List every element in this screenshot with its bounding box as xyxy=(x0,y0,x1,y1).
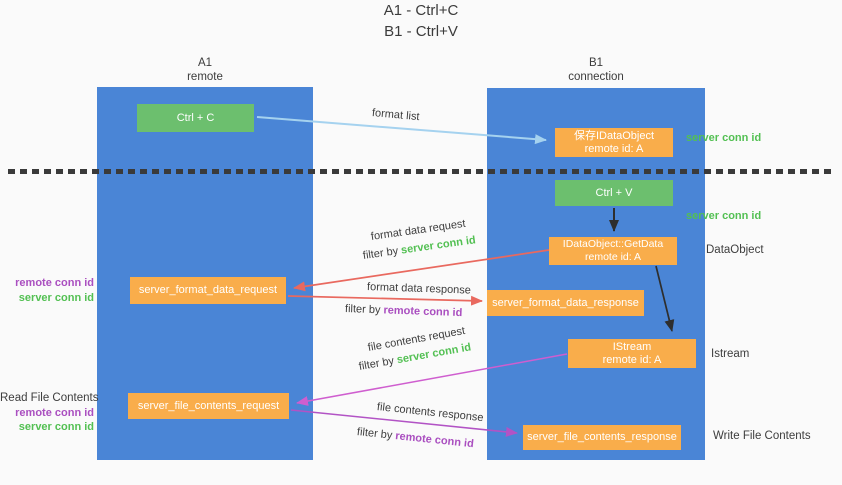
copy-paste-separator-line xyxy=(8,169,836,174)
server-format-data-request-node: server_format_data_request xyxy=(130,277,286,304)
ctrl-v-label: Ctrl + V xyxy=(595,186,633,199)
format-list-label: format list xyxy=(371,107,421,124)
remote-conn-id-annotation: remote conn id xyxy=(15,277,94,289)
server-conn-id-annotation-paste: server conn id xyxy=(686,210,762,222)
server-conn-id-annotation-save: server conn id xyxy=(686,132,762,144)
server-conn-id-annotation: server conn id xyxy=(18,421,94,433)
ctrl-v-node: Ctrl + V xyxy=(555,180,673,206)
remote-conn-id-text: remote conn id xyxy=(383,304,463,320)
lane-b1-subtitle: connection xyxy=(568,71,624,83)
remote-conn-id-text: remote conn id xyxy=(394,430,475,451)
filter-by-text: filter by xyxy=(344,303,384,317)
save-idataobject-node: 保存IDataObject remote id: A xyxy=(555,128,673,157)
server-file-contents-response-label: server_file_contents_response xyxy=(527,431,677,443)
istream-line2: remote id: A xyxy=(602,353,662,366)
lane-a1-header: A1 remote xyxy=(97,56,313,84)
server-conn-id-text: server conn id xyxy=(400,234,477,257)
remote-conn-id-annotation: remote conn id xyxy=(15,406,94,419)
lane-b1-header: B1 connection xyxy=(487,56,705,84)
ctrl-c-node: Ctrl + C xyxy=(137,104,254,132)
filter-by-text: filter by xyxy=(357,354,398,373)
istream-annotation: Istream xyxy=(711,348,750,360)
read-file-contents-annotation: Read File Contents xyxy=(0,392,99,404)
server-file-contents-request-node: server_file_contents_request xyxy=(128,393,289,419)
istream-line1: IStream xyxy=(612,340,652,353)
getdata-line2: remote id: A xyxy=(584,251,642,263)
page-title-line-2: B1 - Ctrl+V xyxy=(384,23,458,40)
filter-by-remote-conn-id-label-2: filter by remote conn id xyxy=(356,426,474,450)
page-title-line-1: A1 - Ctrl+C xyxy=(383,2,459,19)
filter-by-text: filter by xyxy=(356,426,396,442)
write-file-contents-annotation: Write File Contents xyxy=(713,430,811,442)
format-data-response-label: format data response xyxy=(366,281,472,297)
dataobject-annotation: DataObject xyxy=(706,244,764,256)
server-conn-id-annotation: server conn id xyxy=(18,291,94,304)
server-file-contents-response-node: server_file_contents_response xyxy=(523,425,681,450)
filter-by-text: filter by xyxy=(362,244,402,262)
ctrl-c-label: Ctrl + C xyxy=(176,111,215,124)
lane-a1-name: A1 xyxy=(197,57,213,69)
format-data-response-arrow xyxy=(287,295,483,306)
server-file-contents-request-label: server_file_contents_request xyxy=(137,399,280,412)
server-format-data-request-label: server_format_data_request xyxy=(138,284,278,296)
filter-by-remote-conn-id-label-1: filter by remote conn id xyxy=(345,303,463,319)
file-request-conn-ids: Read File Contents remote conn id server… xyxy=(0,391,99,435)
server-format-data-response-label: server_format_data_response xyxy=(492,296,639,309)
lane-a1-subtitle: remote xyxy=(187,71,223,83)
file-contents-response-label: file contents response xyxy=(376,401,485,425)
lane-b1-name: B1 xyxy=(588,57,604,69)
server-format-data-response-node: server_format_data_response xyxy=(487,290,644,316)
page-title: A1 - Ctrl+C B1 - Ctrl+V xyxy=(0,0,842,42)
save-idataobject-line1: 保存IDataObject xyxy=(573,129,655,142)
idataobject-getdata-node: IDataObject::GetData remote id: A xyxy=(549,237,677,265)
save-idataobject-line2: remote id: A xyxy=(584,142,644,155)
istream-node: IStream remote id: A xyxy=(568,339,696,368)
getdata-line1: IDataObject::GetData xyxy=(562,238,664,250)
format-request-conn-ids: remote conn id server conn id xyxy=(0,276,94,305)
